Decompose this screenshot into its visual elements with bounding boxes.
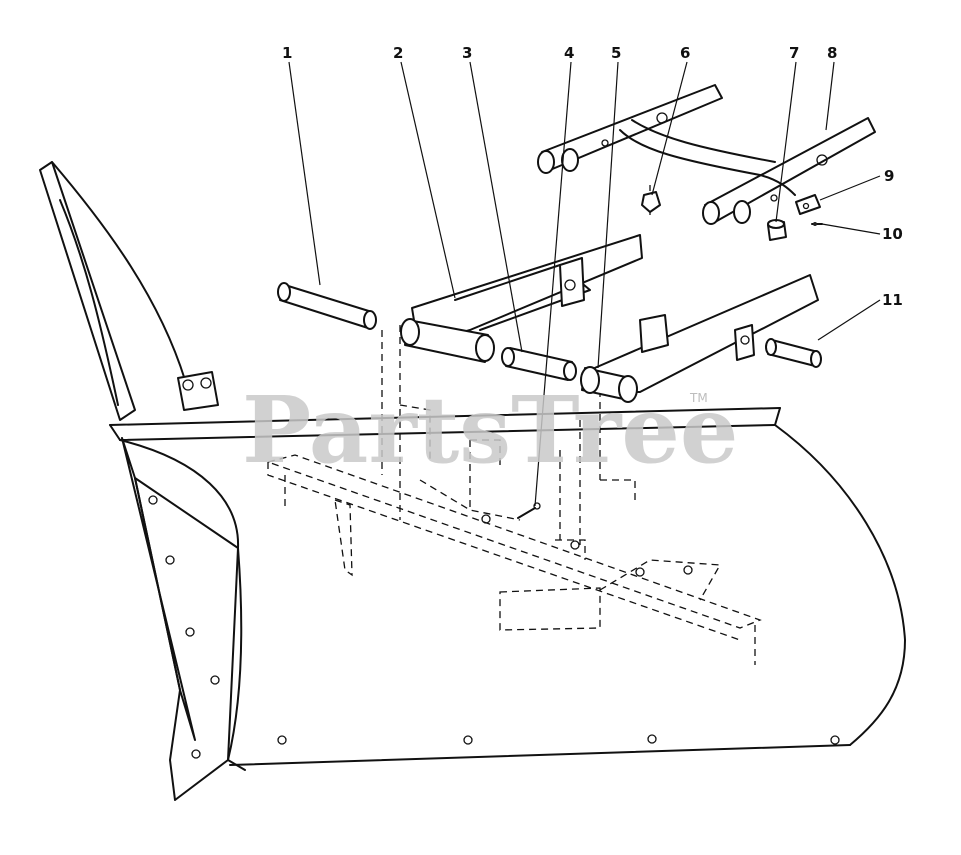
callout-2: 2	[393, 44, 403, 62]
callout-labels: 1 2 3 4 5 6 7 8 9 10 11	[282, 44, 903, 309]
callout-9: 9	[884, 167, 894, 185]
part-3-pin	[501, 347, 577, 381]
blade-bolt-holes	[148, 495, 840, 759]
hidden-mount-frame	[265, 454, 762, 665]
callout-1: 1	[282, 44, 292, 62]
watermark-text: PartsTree	[242, 376, 738, 484]
part-10-small-pin	[811, 222, 823, 226]
partstree-watermark: PartsTree TM	[242, 376, 738, 484]
callout-5: 5	[611, 44, 621, 62]
part-1-pin	[277, 282, 377, 330]
part-11-pin	[765, 338, 822, 368]
plow-blade	[39, 161, 906, 801]
callout-7: 7	[789, 44, 799, 62]
callout-11: 11	[882, 291, 903, 309]
callout-3: 3	[462, 44, 472, 62]
watermark-trademark: TM	[689, 391, 708, 405]
callout-4: 4	[564, 44, 574, 62]
part-6-nut	[641, 191, 661, 213]
part-5-push-arm	[580, 274, 819, 403]
part-8-a-frame	[537, 84, 876, 225]
part-9-plate	[795, 194, 821, 215]
part-4-cotter-pin	[517, 502, 541, 519]
callout-leaders	[288, 61, 881, 507]
part-2-push-arm	[400, 234, 643, 363]
callout-6: 6	[680, 44, 690, 62]
callout-10: 10	[882, 225, 903, 243]
callout-8: 8	[827, 44, 837, 62]
